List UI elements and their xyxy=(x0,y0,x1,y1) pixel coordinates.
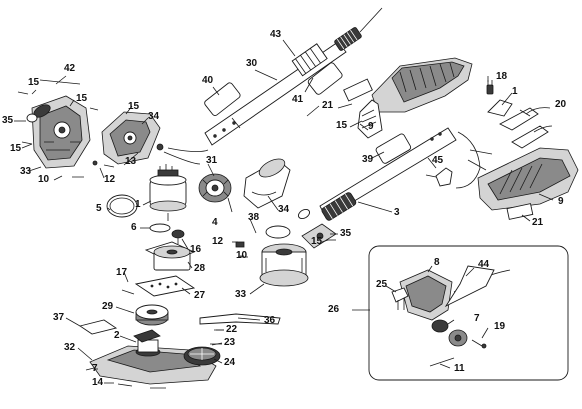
callout-22: 22 xyxy=(226,324,238,335)
motor-wires xyxy=(163,147,209,165)
callout-45: 45 xyxy=(432,155,444,166)
callout-3: 3 xyxy=(394,207,400,218)
callout-15a: 15 xyxy=(28,77,40,88)
spool-29 xyxy=(135,304,169,326)
trigger-housing-halves xyxy=(357,57,473,139)
rear-handle-battery xyxy=(435,131,579,211)
callout-17: 17 xyxy=(116,267,128,278)
callout-14: 14 xyxy=(92,377,104,388)
callout-16: 16 xyxy=(190,244,202,255)
callout-30: 30 xyxy=(246,58,258,69)
callout-34b: 34 xyxy=(278,204,290,215)
callout-10b: 10 xyxy=(236,250,248,261)
callout-38: 38 xyxy=(248,212,260,223)
callout-15d: 15 xyxy=(128,101,140,112)
callout-36: 36 xyxy=(264,315,276,326)
center-stack xyxy=(121,223,196,297)
callout-31: 31 xyxy=(206,155,218,166)
motor-housing-right xyxy=(101,111,161,165)
callout-35b: 35 xyxy=(340,228,352,239)
ring-5 xyxy=(106,194,138,218)
callout-25: 25 xyxy=(376,279,388,290)
gearbox-34 xyxy=(243,158,291,209)
callout-43: 43 xyxy=(270,29,282,40)
callout-20: 20 xyxy=(555,99,567,110)
callout-19: 19 xyxy=(494,321,506,332)
callout-15c: 15 xyxy=(10,143,22,154)
callout-15f: 15 xyxy=(336,120,348,131)
callout-7b: 7 xyxy=(474,313,480,324)
callout-40: 40 xyxy=(202,75,214,86)
callout-12b: 12 xyxy=(212,236,224,247)
motor-assembly xyxy=(149,164,187,221)
callout-11: 11 xyxy=(454,363,465,374)
callout-35a: 35 xyxy=(2,115,14,126)
callout-27: 27 xyxy=(194,290,206,301)
callout-21b: 21 xyxy=(532,217,544,228)
callout-5: 5 xyxy=(96,203,102,214)
foam-grip-41 xyxy=(307,62,343,95)
grip-21-lower xyxy=(506,203,534,220)
blade-37 xyxy=(78,319,118,335)
screws-left xyxy=(17,91,164,178)
callout-32: 32 xyxy=(64,342,76,353)
grip-21-upper xyxy=(343,78,373,102)
callout-39: 39 xyxy=(362,154,374,165)
callout-2: 2 xyxy=(114,330,120,341)
callout-15b: 15 xyxy=(76,93,88,104)
inset-26 xyxy=(368,245,569,381)
callout-10a: 10 xyxy=(38,174,50,185)
leader-lines xyxy=(14,39,554,384)
callout-28: 28 xyxy=(194,263,206,274)
fan-4 xyxy=(198,173,232,203)
callout-1b: 1 xyxy=(512,86,518,97)
callout-24: 24 xyxy=(224,357,236,368)
callout-18: 18 xyxy=(496,71,508,82)
callout-7a: 7 xyxy=(92,363,98,374)
callout-23: 23 xyxy=(224,337,236,348)
callout-37: 37 xyxy=(53,312,65,323)
screws-22-23 xyxy=(210,329,224,345)
callout-9b: 9 xyxy=(558,196,564,207)
upper-shaft xyxy=(204,7,383,146)
edge-bar-36 xyxy=(199,313,281,325)
callout-6: 6 xyxy=(131,222,137,233)
callout-41: 41 xyxy=(292,94,304,105)
switch-parts xyxy=(486,80,553,149)
foam-grip-39 xyxy=(375,133,412,164)
callout-44: 44 xyxy=(478,259,490,270)
callout-42: 42 xyxy=(64,63,76,74)
callout-8: 8 xyxy=(434,257,440,268)
callout-15e: 15 xyxy=(311,236,323,247)
guard-hub-assembly xyxy=(235,223,337,287)
callout-9a: 9 xyxy=(368,121,374,132)
callout-33a: 33 xyxy=(20,166,32,177)
callout-34a: 34 xyxy=(148,111,160,122)
ring-5-inner xyxy=(109,197,135,215)
callout-12a: 12 xyxy=(104,174,116,185)
callout-13: 13 xyxy=(125,156,137,167)
spool-cover-24 xyxy=(183,346,221,366)
lower-shaft xyxy=(297,127,457,221)
callout-26: 26 xyxy=(328,304,340,315)
callout-33b: 33 xyxy=(235,289,247,300)
callout-1a: 1 xyxy=(135,199,141,210)
motor-housing-left xyxy=(26,79,91,169)
callout-4: 4 xyxy=(212,217,218,228)
callout-29: 29 xyxy=(102,301,114,312)
callout-21a: 21 xyxy=(322,100,334,111)
